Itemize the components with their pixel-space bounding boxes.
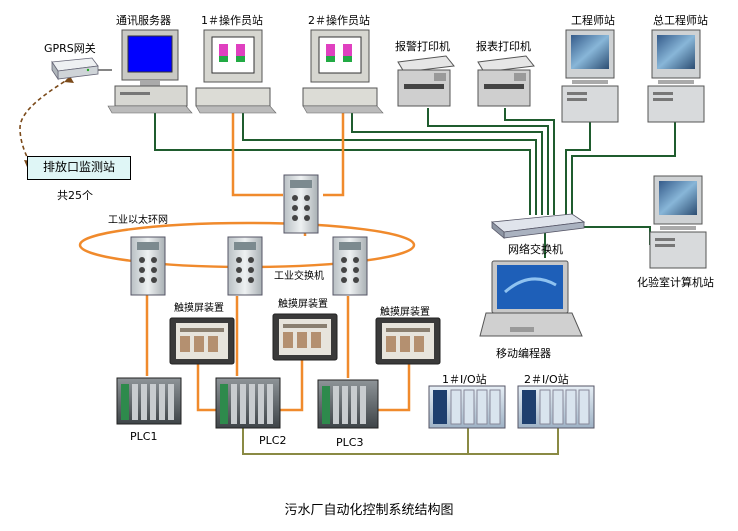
touch-screen-2-device [272,313,338,361]
io-station-2 [517,385,595,429]
outlet-station-label: 排放口监测站 [42,160,115,174]
gprs-wireless-link [19,77,71,165]
engineer-station-label: 工程师站 [571,14,615,27]
outlet-count-label: 共25个 [57,189,93,202]
chief-engineer-station-computer [647,29,705,123]
network-switch-device [491,213,586,239]
alarm-printer-label: 报警打印机 [395,40,450,53]
touch-screen-3-label: 触摸屏装置 [380,307,430,318]
plc3-rack [317,379,379,429]
chief-engineer-station-label: 总工程师站 [653,14,708,27]
io-station-2-label: 2＃I/O站 [524,373,569,386]
industrial-switch-top [283,174,319,234]
plc2-label: PLC2 [259,434,287,447]
industrial-ring-label: 工业以太环网 [108,215,168,226]
report-printer-label: 报表打印机 [476,40,531,53]
operator-2-computer [302,29,384,114]
industrial-switch-left [130,236,166,296]
industrial-switch-right [332,236,368,296]
io-station-1 [428,385,506,429]
io-bus [242,428,559,455]
plc1-rack [116,377,182,425]
operator-2-label: 2＃操作员站 [308,14,370,27]
report-printer-device [477,55,535,107]
comm-server-label: 通讯服务器 [116,14,171,27]
network-switch-label: 网络交换机 [508,243,563,256]
touch-screen-2-label: 触摸屏装置 [278,299,328,310]
industrial-switch-middle [227,236,263,296]
touch-screen-3-device [375,317,441,365]
gprs-gateway-label: GPRS网关 [44,42,96,55]
touch-screen-1-device [169,317,235,365]
diagram-caption: 污水厂自动化控制系统结构图 [284,503,454,518]
io-station-1-label: 1＃I/O站 [442,373,487,386]
laptop-device [479,260,583,337]
alarm-printer-device [397,55,455,107]
outlet-station-box: 排放口监测站 [27,156,131,180]
lab-computer-device [649,175,707,269]
touch-screen-1-label: 触摸屏装置 [174,303,224,314]
plc2-rack [215,377,281,429]
plc3-label: PLC3 [336,436,364,449]
operator-1-label: 1＃操作员站 [201,14,263,27]
engineer-station-computer [561,29,619,123]
industrial-switch-label: 工业交换机 [274,271,324,282]
plc1-label: PLC1 [130,430,158,443]
comm-server-computer [107,29,193,114]
ethernet-lines [154,107,676,258]
operator-1-computer [195,29,277,114]
lab-computer-label: 化验室计算机站 [637,276,714,289]
gprs-gateway-device [51,57,99,81]
mobile-programmer-label: 移动编程器 [496,347,551,360]
arrow-up-icon [64,76,74,83]
